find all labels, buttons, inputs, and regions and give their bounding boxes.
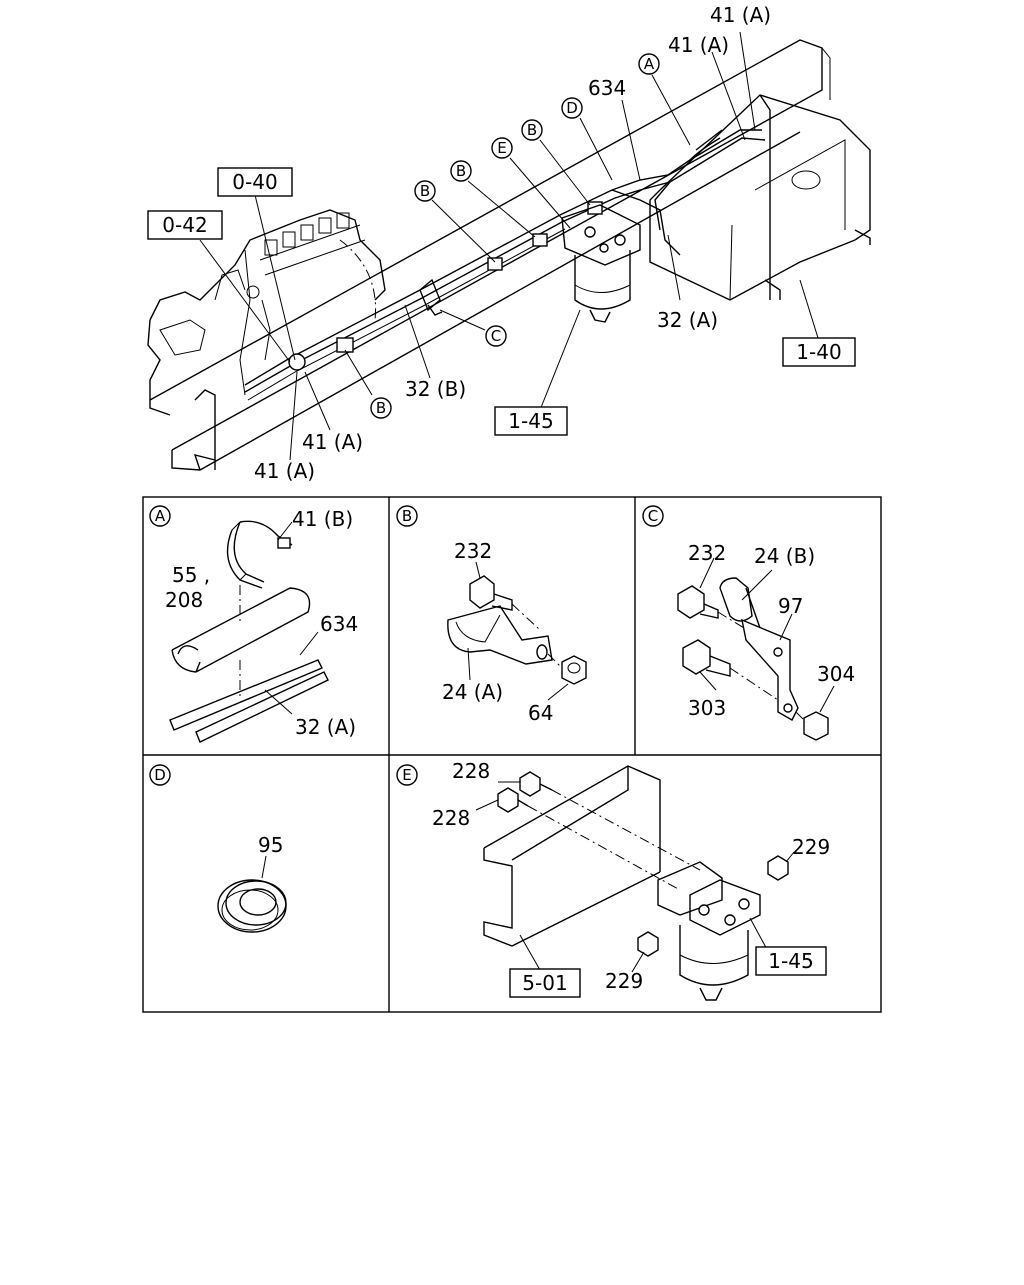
label-32a: 32 (A) — [657, 308, 718, 332]
label-41a-top1: 41 (A) — [710, 3, 771, 27]
detail-a-tag: A — [155, 507, 166, 525]
ref-0-40: 0-40 — [232, 170, 277, 194]
label-97: 97 — [778, 594, 803, 618]
ref-box-0-42 — [147, 210, 223, 240]
clip-b-mid — [487, 257, 503, 271]
callout-b-2: B — [456, 162, 466, 180]
label-41a-top2: 41 (A) — [668, 33, 729, 57]
callout-b-4: B — [376, 399, 386, 417]
label-634: 634 — [588, 76, 626, 100]
label-32b: 32 (B) — [405, 377, 466, 401]
label-232-b: 232 — [454, 539, 492, 563]
label-229-a: 229 — [792, 835, 830, 859]
callout-b-3: B — [420, 182, 430, 200]
label-32a-detail: 32 (A) — [295, 715, 356, 739]
ref-1-45-detail: 1-45 — [768, 949, 813, 973]
ref-box-1-45 — [494, 406, 568, 436]
fuel-lines — [244, 129, 766, 401]
label-41b: 41 (B) — [292, 507, 353, 531]
detail-d-tag: D — [154, 766, 166, 784]
callout-e: E — [497, 139, 506, 157]
detail-d: D 95 — [149, 764, 287, 933]
label-229-b: 229 — [605, 969, 643, 993]
label-228-b: 228 — [432, 806, 470, 830]
clip-b-lower — [336, 337, 354, 353]
label-304: 304 — [817, 662, 855, 686]
label-41a-bot1: 41 (A) — [302, 430, 363, 454]
clip-b-upper — [532, 233, 548, 247]
ref-box-1-45-detail — [755, 946, 827, 976]
frame-rail — [149, 39, 831, 471]
label-634-detail: 634 — [320, 612, 358, 636]
label-24a: 24 (A) — [442, 680, 503, 704]
callout-c: C — [491, 327, 501, 345]
callout-d: D — [566, 99, 578, 117]
label-208: 208 — [165, 588, 203, 612]
label-24b: 24 (B) — [754, 544, 815, 568]
detail-e: E 228 228 229 229 5-01 1-4 — [396, 759, 830, 1001]
callout-a: A — [644, 55, 655, 73]
detail-b-tag: B — [402, 507, 412, 525]
ref-box-5-01 — [509, 968, 581, 998]
main-refs: 0-40 0-42 1-40 1-45 — [147, 167, 856, 436]
detail-c-tag: C — [648, 507, 658, 525]
line-clips — [288, 201, 603, 371]
fuel-filter — [561, 204, 641, 323]
label-41a-bot2: 41 (A) — [254, 459, 315, 483]
fuel-tank — [649, 94, 871, 301]
label-303: 303 — [688, 696, 726, 720]
label-55: 55 , — [172, 563, 210, 587]
main-assembly: 41 (A) 41 (A) 634 32 (A) 32 (B) 41 (A) 4… — [147, 3, 871, 483]
ref-box-1-40 — [782, 337, 856, 367]
label-64: 64 — [528, 701, 553, 725]
detail-e-tag: E — [402, 766, 411, 784]
detail-a: A 41 (B) 55 , 208 634 32 (A) — [149, 505, 358, 743]
ref-1-45: 1-45 — [508, 409, 553, 433]
ref-0-42: 0-42 — [162, 213, 207, 237]
label-232-c: 232 — [688, 541, 726, 565]
label-228-a: 228 — [452, 759, 490, 783]
ref-5-01: 5-01 — [522, 971, 567, 995]
ref-1-40: 1-40 — [796, 340, 841, 364]
ref-box-0-40 — [217, 167, 293, 197]
clamp-41a — [288, 353, 306, 371]
callout-b-1: B — [527, 121, 537, 139]
detail-c: C 232 24 (B) 97 303 304 — [642, 505, 855, 741]
detail-b: B 232 24 (A) 64 — [396, 505, 587, 725]
engine-block — [147, 209, 386, 416]
clip-c — [419, 278, 441, 312]
main-labels: 41 (A) 41 (A) 634 32 (A) 32 (B) 41 (A) 4… — [254, 3, 771, 483]
main-callouts: A D B E B B C B — [370, 53, 660, 419]
detail-grid — [142, 496, 882, 1013]
main-leaders — [199, 31, 819, 461]
label-95: 95 — [258, 833, 283, 857]
